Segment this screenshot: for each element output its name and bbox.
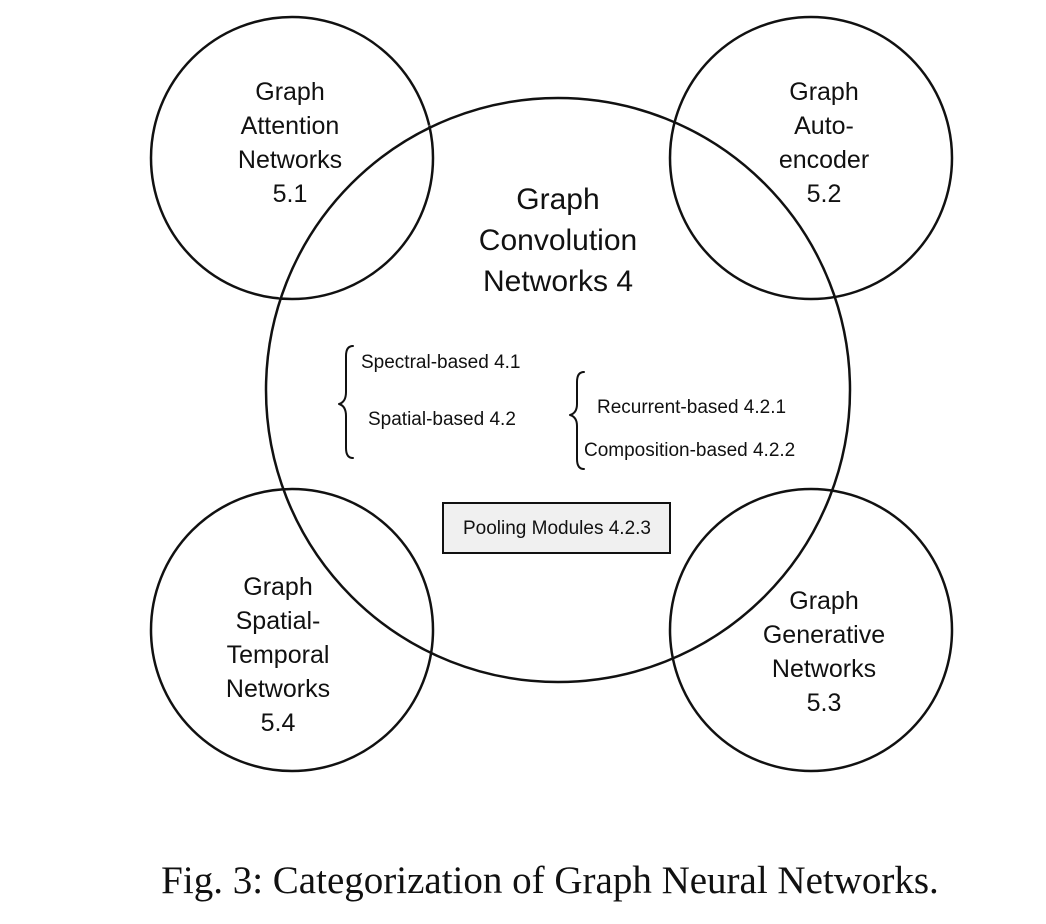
ggn-circle <box>668 487 954 773</box>
ggn-line-2: Generative <box>763 621 885 649</box>
gat-line-1: Graph <box>255 78 324 106</box>
gstn-line-5: 5.4 <box>261 709 296 737</box>
gae-circle <box>668 15 954 301</box>
gstn-line-3: Temporal <box>227 641 330 669</box>
gat-circle <box>149 15 435 301</box>
gstn-circle <box>149 487 435 773</box>
composition-based-label: Composition-based 4.2.2 <box>584 440 795 461</box>
gcn-title: Graph Convolution Networks 4 <box>479 183 637 298</box>
ggn-line-4: 5.3 <box>807 689 842 717</box>
ggn-label: Graph Generative Networks 5.3 <box>763 587 885 717</box>
gae-line-2: Auto- <box>794 112 854 140</box>
gae-line-3: encoder <box>779 146 869 174</box>
gstn-line-2: Spatial- <box>236 607 321 635</box>
left-brace <box>338 345 354 459</box>
overlap-highlights <box>278 124 431 299</box>
gat-label: Graph Attention Networks 5.1 <box>238 78 342 208</box>
gat-line-3: Networks <box>238 146 342 174</box>
ggn-line-3: Networks <box>772 655 876 683</box>
gcn-circle <box>264 96 852 684</box>
recurrent-based-label: Recurrent-based 4.2.1 <box>597 397 786 418</box>
gcn-title-line-3: Networks 4 <box>483 265 633 298</box>
pooling-box: Pooling Modules 4.2.3 <box>442 502 671 554</box>
gcn-title-line-1: Graph <box>516 183 599 216</box>
spectral-based-label: Spectral-based 4.1 <box>361 352 521 373</box>
pooling-box-label: Pooling Modules 4.2.3 <box>463 518 651 539</box>
gstn-label: Graph Spatial- Temporal Networks 5.4 <box>226 573 330 737</box>
gat-line-2: Attention <box>241 112 340 140</box>
gae-line-1: Graph <box>789 78 858 106</box>
gstn-line-1: Graph <box>243 573 312 601</box>
right-brace <box>569 371 585 470</box>
gstn-line-4: Networks <box>226 675 330 703</box>
gae-label: Graph Auto- encoder 5.2 <box>779 78 869 208</box>
figure-caption: Fig. 3: Categorization of Graph Neural N… <box>161 859 939 902</box>
gae-line-4: 5.2 <box>807 180 842 208</box>
ggn-line-1: Graph <box>789 587 858 615</box>
gat-line-4: 5.1 <box>273 180 308 208</box>
spatial-based-label: Spatial-based 4.2 <box>368 409 516 430</box>
gcn-title-line-2: Convolution <box>479 224 637 257</box>
